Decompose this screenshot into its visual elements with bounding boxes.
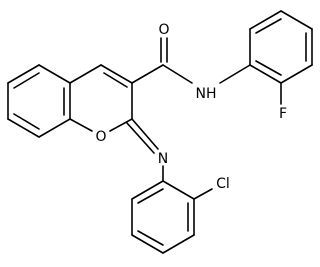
fluorine-label: F <box>279 106 287 122</box>
benzo-ring <box>7 64 71 138</box>
fluorophenyl-ring <box>249 10 313 105</box>
chlorophenyl-ring <box>131 180 213 254</box>
atom-labels: O NH F O N Cl <box>95 22 287 192</box>
imine-group <box>126 118 164 182</box>
amide-group <box>131 37 251 84</box>
ring-oxygen-label: O <box>95 129 106 145</box>
pyran-ring <box>69 64 133 132</box>
chlorine-label: Cl <box>216 176 230 192</box>
carbonyl-oxygen-label: O <box>158 22 169 38</box>
imine-nitrogen-label: N <box>158 151 168 167</box>
amide-nitrogen-label: NH <box>196 86 217 102</box>
